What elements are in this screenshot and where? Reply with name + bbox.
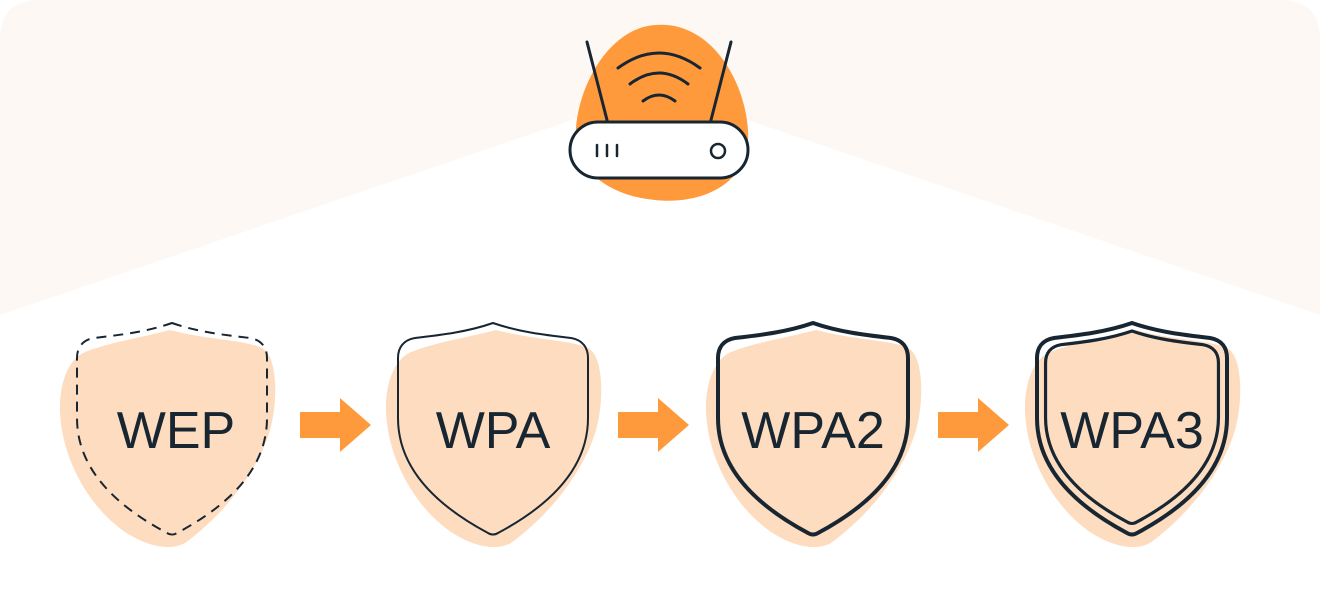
shield-wep-outline [76,322,268,536]
arrow-right-icon [618,398,689,452]
shield-wpa2-fill [705,330,922,548]
shield-wpa3-fill [1024,330,1241,548]
shield-wpa3-outline-outer [1035,321,1229,537]
router-body [568,120,750,180]
router-antenna-left [585,40,609,122]
shield-wpa-fill [385,330,602,548]
shield-wpa3: WPA3 [1024,321,1241,548]
backdrop-panel [0,0,1320,315]
router-power-light [709,142,727,160]
wifi-signal-icon [616,51,702,103]
shield-wpa3-outline-inner [1043,329,1221,526]
router-status-lights [595,143,619,158]
shield-wpa-label: WPA [436,402,551,460]
shield-wpa-outline [397,322,589,536]
shield-wpa2: WPA2 [705,321,922,548]
shield-wpa2-label: WPA2 [741,402,885,460]
wifi-router-icon [568,24,750,201]
shield-wep-label: WEP [117,402,235,460]
shield-wep: WEP [59,322,276,548]
shield-wpa2-outline [716,321,910,537]
arrow-right-icon [938,398,1009,452]
shield-wpa: WPA [385,322,602,548]
router-antenna-right [709,40,733,122]
arrow-right-icon [300,398,371,452]
shield-wep-fill [59,330,276,548]
shield-wpa3-label: WPA3 [1060,402,1204,460]
